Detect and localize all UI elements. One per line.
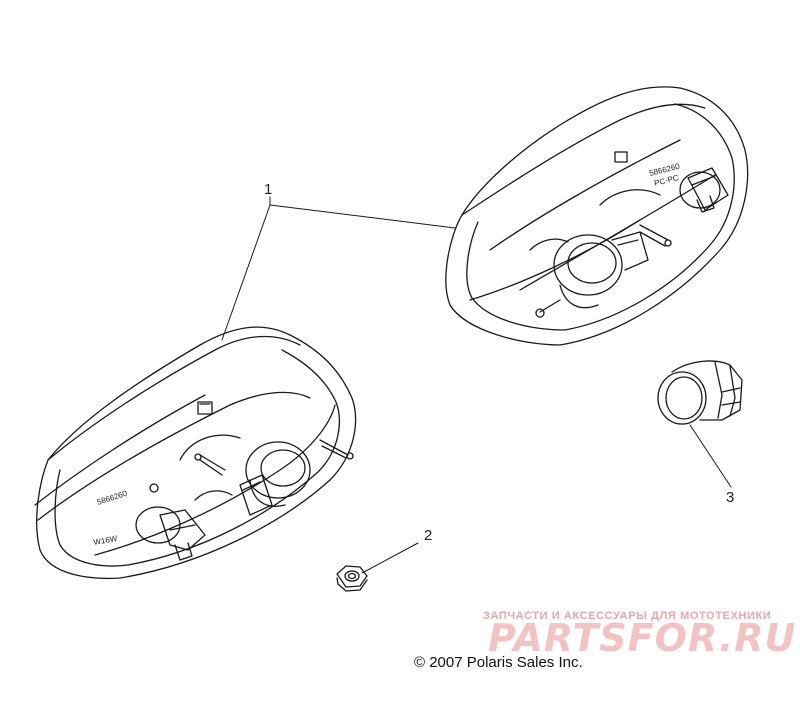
watermark-logo: PARTSFOR.RU [488, 616, 797, 660]
right-tail-light-assembly [445, 86, 749, 346]
leader-lines [221, 196, 732, 574]
callout-2: 2 [424, 527, 433, 544]
copyright-text: © 2007 Polaris Sales Inc. [414, 654, 583, 671]
callout-3: 3 [726, 489, 735, 506]
watermark-tagline: ЗАПЧАСТИ И АКСЕССУАРЫ ДЛЯ МОТОТЕХНИКИ [483, 610, 772, 622]
flange-nut [336, 565, 368, 592]
bulb-socket [657, 360, 743, 425]
callout-1: 1 [264, 181, 273, 198]
left-tail-light-assembly [34, 326, 357, 580]
